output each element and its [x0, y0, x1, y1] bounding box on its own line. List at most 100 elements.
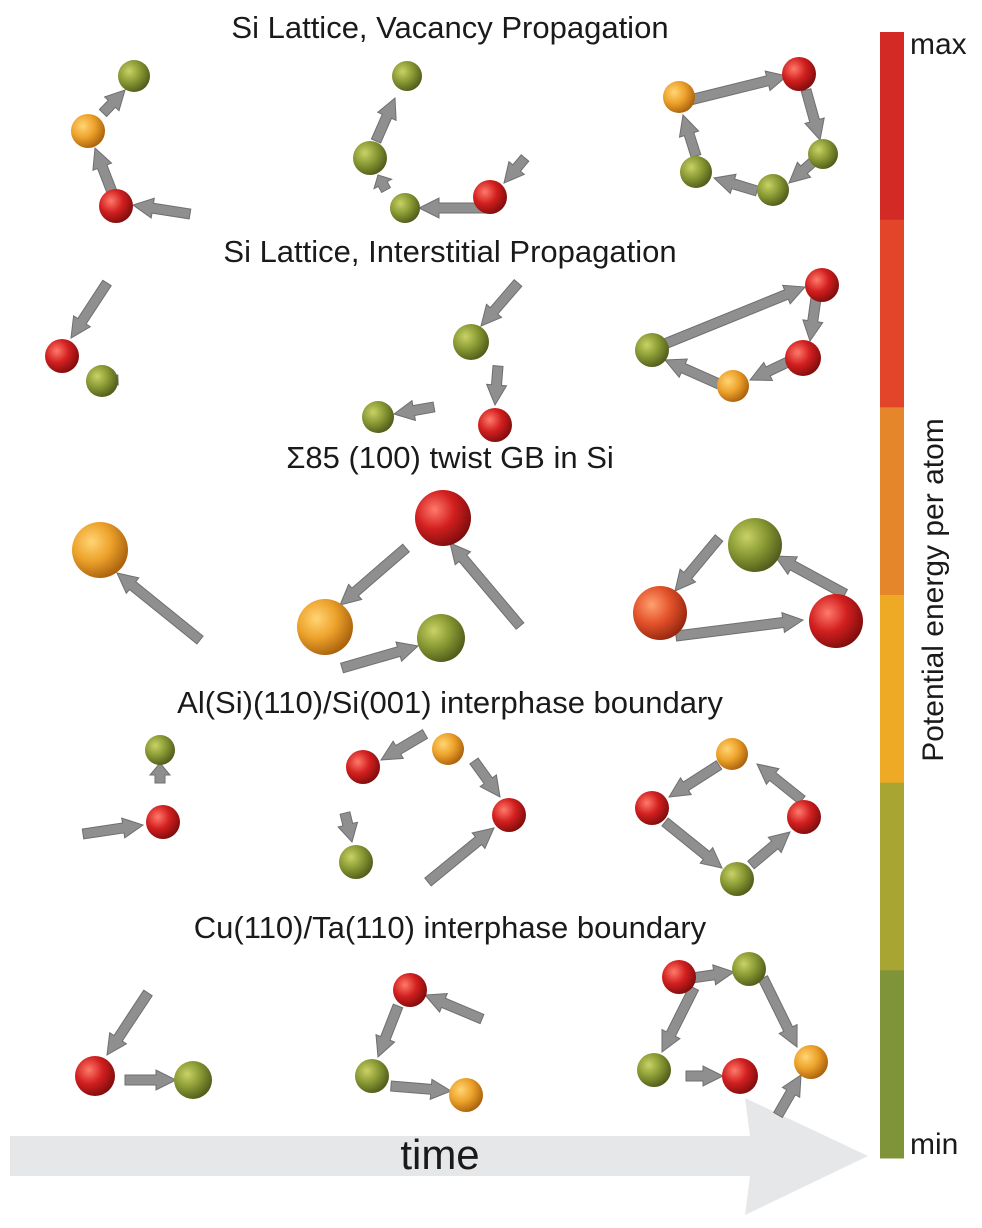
displacement-arrow	[375, 1003, 404, 1059]
displacement-arrow	[661, 817, 723, 869]
atom-min	[145, 735, 175, 765]
atom-layer	[45, 57, 863, 1112]
atom-mid	[717, 370, 749, 402]
displacement-arrow	[688, 70, 789, 106]
atom-min	[339, 845, 373, 879]
displacement-arrow	[148, 762, 172, 784]
atom-max	[809, 594, 863, 648]
colorbar	[880, 32, 904, 1159]
displacement-arrow	[423, 992, 485, 1025]
row-title-twist-gb: Σ85 (100) twist GB in Si	[286, 440, 614, 475]
atom-min	[174, 1061, 212, 1099]
colorbar-min-label: min	[910, 1128, 959, 1161]
displacement-arrow	[380, 729, 429, 761]
displacement-arrow	[659, 284, 807, 351]
atom-high	[633, 586, 687, 640]
atom-max	[99, 189, 133, 223]
displacement-arrow	[774, 555, 849, 600]
displacement-arrow	[116, 572, 204, 645]
colorbar-segment	[880, 407, 904, 596]
atom-max	[805, 268, 839, 302]
displacement-arrow	[131, 197, 192, 220]
row-title-interstitial: Si Lattice, Interstitial Propagation	[223, 234, 677, 269]
displacement-arrow	[449, 542, 525, 630]
displacement-arrow	[802, 296, 824, 343]
colorbar-segment	[880, 219, 904, 408]
atom-min	[353, 141, 387, 175]
atom-mid	[432, 733, 464, 765]
atom-min	[635, 333, 669, 367]
atom-max	[782, 57, 816, 91]
colorbar-segment	[880, 32, 904, 221]
row-title-cu-ta-boundary: Cu(110)/Ta(110) interphase boundary	[193, 910, 707, 945]
atom-min	[680, 156, 712, 188]
displacement-arrow	[747, 831, 791, 870]
displacement-arrow	[92, 146, 118, 195]
atom-max	[393, 973, 427, 1007]
atom-max	[478, 408, 512, 442]
displacement-arrow	[674, 611, 805, 642]
atom-max	[346, 750, 380, 784]
atom-max	[473, 180, 507, 214]
atom-min	[417, 614, 465, 662]
displacement-arrow	[81, 817, 145, 840]
atom-mid	[716, 738, 748, 770]
atom-min	[392, 61, 422, 91]
atom-min	[808, 139, 838, 169]
colorbar-segment	[880, 970, 904, 1159]
displacement-arrow	[668, 760, 723, 798]
displacement-arrow	[70, 279, 112, 339]
displacement-arrow	[337, 811, 359, 843]
displacement-arrow	[373, 174, 393, 194]
displacement-arrow	[757, 975, 798, 1049]
atom-max	[75, 1056, 115, 1096]
displacement-arrow	[124, 1069, 178, 1091]
atom-min	[390, 193, 420, 223]
displacement-arrow	[773, 1074, 802, 1119]
atom-min	[355, 1059, 389, 1093]
atom-mid	[72, 522, 128, 578]
displacement-arrow	[469, 757, 501, 798]
displacement-arrow	[392, 399, 436, 422]
atom-mid	[449, 1078, 483, 1112]
atom-max	[722, 1058, 758, 1094]
arrow-layer	[70, 70, 849, 1119]
atom-min	[362, 401, 394, 433]
row-title-al-si-boundary: Al(Si)(110)/Si(001) interphase boundary	[177, 685, 723, 720]
displacement-arrow	[370, 96, 397, 144]
displacement-arrow	[503, 154, 530, 184]
displacement-arrow	[424, 827, 495, 887]
time-arrow	[10, 1098, 868, 1215]
colorbar-segment	[880, 595, 904, 784]
colorbar-segment	[880, 782, 904, 971]
displacement-arrow	[390, 1078, 453, 1101]
atom-mid	[71, 114, 105, 148]
atom-mid	[297, 599, 353, 655]
displacement-arrow	[339, 543, 411, 606]
displacement-arrow	[712, 173, 760, 197]
atom-max	[146, 805, 180, 839]
displacement-arrow	[485, 365, 508, 407]
atom-min	[728, 518, 782, 572]
colorbar-title-text: Potential energy per atom	[917, 418, 950, 762]
displacement-arrow	[678, 113, 702, 159]
displacement-arrow	[98, 89, 126, 118]
atom-mid	[663, 81, 695, 113]
atom-max	[635, 791, 669, 825]
displacement-arrow	[756, 763, 806, 805]
displacement-arrow	[690, 964, 736, 986]
atom-min	[732, 952, 766, 986]
atom-max	[492, 798, 526, 832]
displacement-arrow	[480, 278, 523, 327]
atom-max	[785, 340, 821, 376]
atom-min	[637, 1053, 671, 1087]
displacement-arrow	[663, 358, 722, 390]
atom-min	[86, 365, 118, 397]
colorbar-max-label: max	[910, 28, 967, 61]
atom-max	[662, 960, 696, 994]
atom-max	[45, 339, 79, 373]
displacement-arrow	[339, 641, 420, 674]
displacement-arrow	[685, 1065, 725, 1087]
displacement-arrow	[674, 534, 724, 592]
